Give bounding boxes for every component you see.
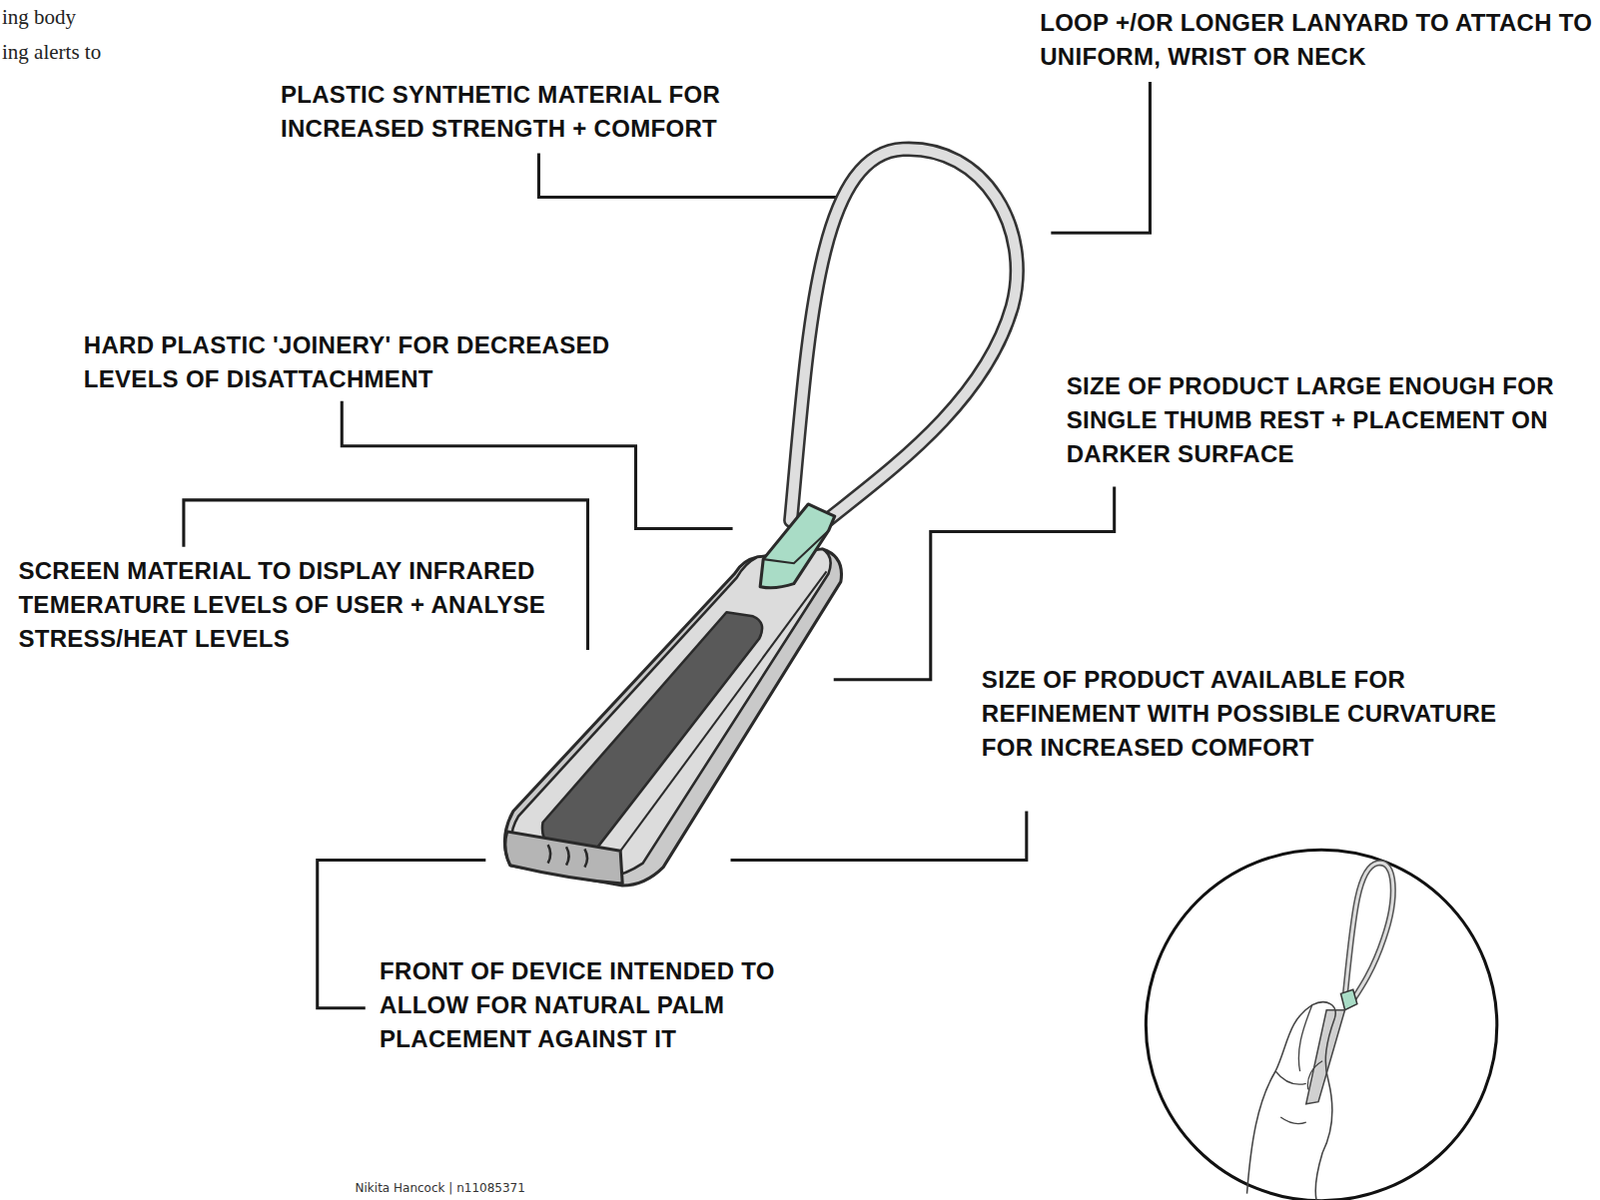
callout-label: PLASTIC SYNTHETIC MATERIAL FOR INCREASED…	[280, 77, 811, 146]
joinery-clip	[760, 504, 835, 589]
device-body	[504, 549, 841, 886]
callout-label: SCREEN MATERIAL TO DISPLAY INFRARED TEME…	[17, 554, 559, 657]
callout-label: SIZE OF PRODUCT AVAILABLE FOR REFINEMENT…	[981, 663, 1513, 766]
leader-line	[731, 810, 1027, 860]
callout-label: LOOP +/OR LONGER LANYARD TO ATTACH TO UN…	[1039, 5, 1597, 74]
callout-label: HARD PLASTIC 'JOINERY' FOR DECREASED LEV…	[83, 328, 697, 397]
lanyard-loop	[791, 148, 1017, 523]
leader-line	[1050, 81, 1150, 233]
hand-inset	[1145, 849, 1497, 1200]
fragment-text: ing body	[1, 3, 206, 30]
leader-line	[538, 153, 836, 198]
callout-label: FRONT OF DEVICE INTENDED TO ALLOW FOR NA…	[379, 954, 869, 1057]
author-credit: Nikita Hancock | n11085371	[355, 1181, 663, 1196]
leader-lines	[183, 81, 1151, 1009]
callout-label: SIZE OF PRODUCT LARGE ENOUGH FOR SINGLE …	[1066, 369, 1588, 472]
joinery-edge	[763, 531, 828, 565]
leader-line	[341, 401, 733, 530]
leader-line	[317, 860, 487, 1009]
leader-line	[833, 487, 1115, 681]
fragment-text: ing alerts to	[1, 38, 206, 65]
